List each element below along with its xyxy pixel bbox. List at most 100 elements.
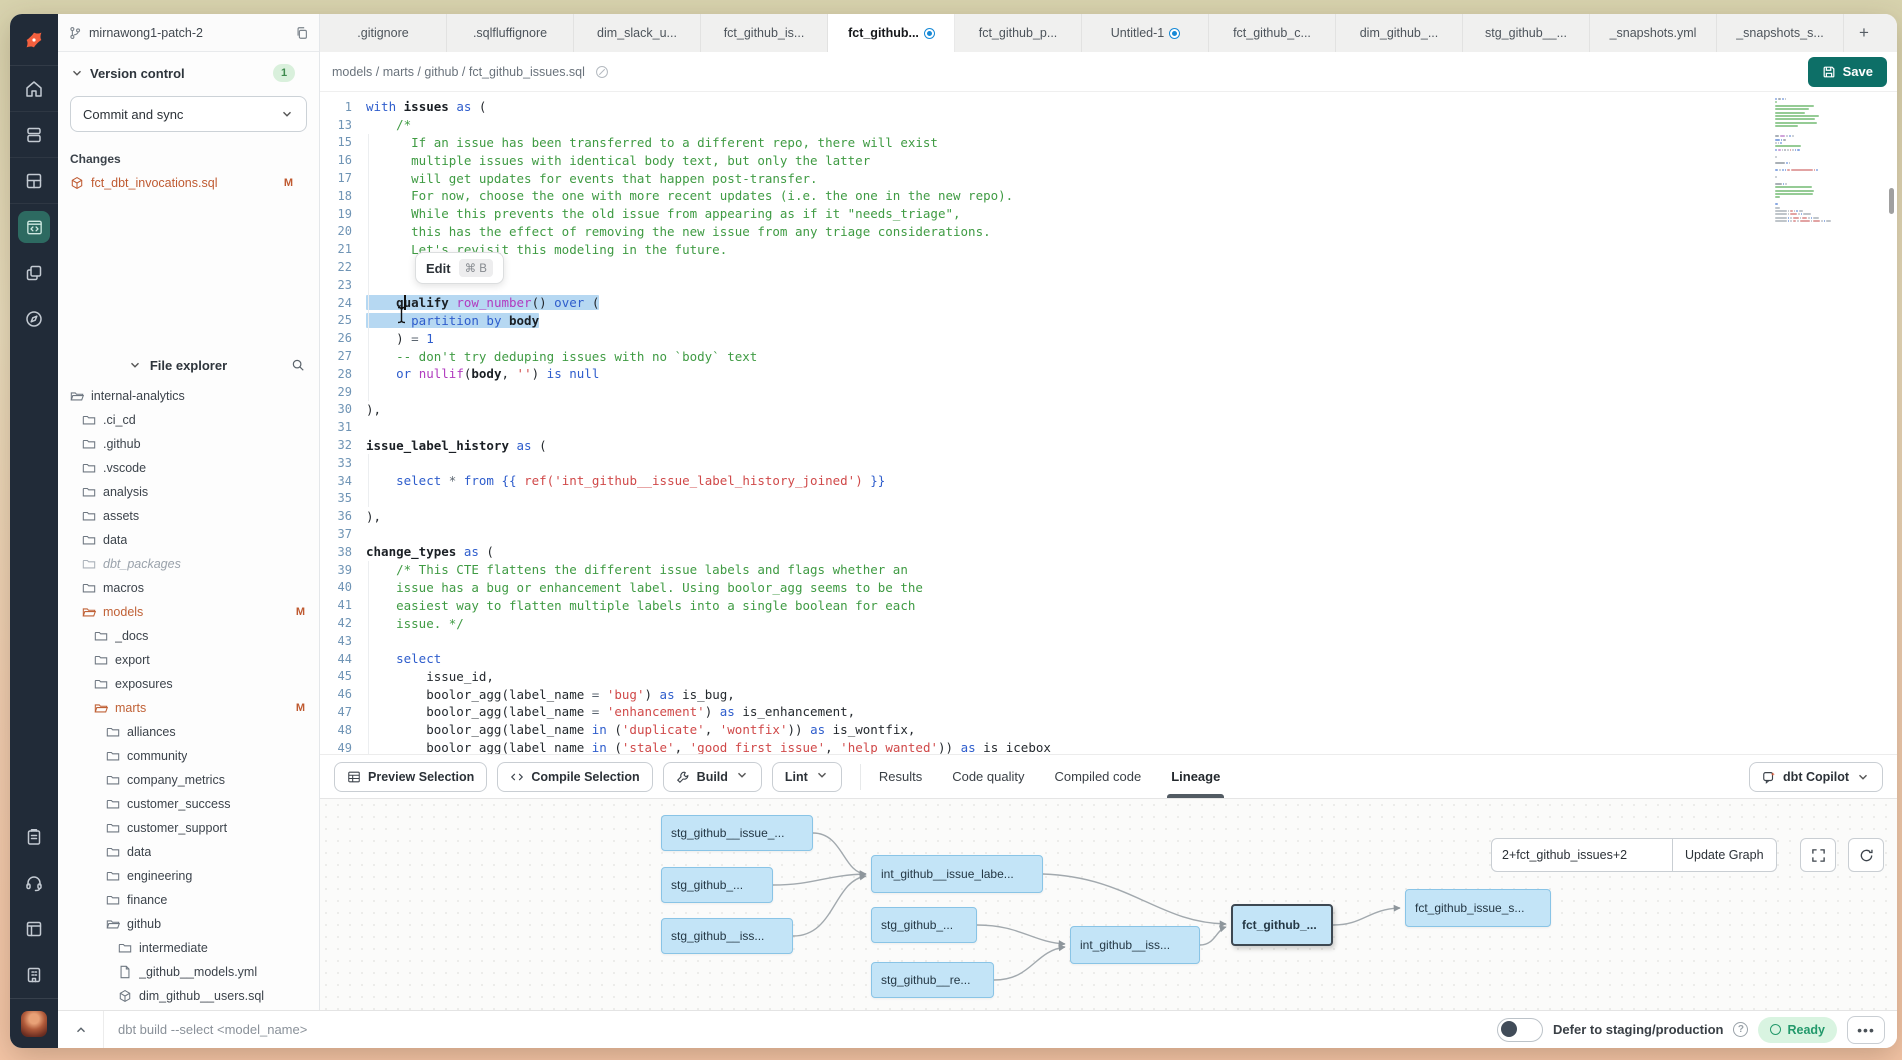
file-tree-item[interactable]: customer_success [58,792,319,816]
version-control-header[interactable]: Version control 1 [70,64,307,82]
lineage-node[interactable]: int_github__iss... [1070,926,1200,964]
file-tree-item[interactable]: _docs [58,624,319,648]
file-explorer-header[interactable]: File explorer [58,348,319,382]
build-button[interactable]: Build [663,762,762,792]
sidebar-item-home[interactable] [10,66,58,112]
tab-dim_github_[interactable]: dim_github_... [1336,14,1463,52]
tab-fct_github_is[interactable]: fct_github_is... [701,14,828,52]
compile-selection-button[interactable]: Compile Selection [497,762,652,792]
tab-stg_github__[interactable]: stg_github__... [1463,14,1590,52]
file-tree-item[interactable]: github [58,912,319,936]
branch-name[interactable]: mirnawong1-patch-2 [89,26,288,40]
code-text: issue_id, [366,669,494,684]
changed-file-row[interactable]: fct_dbt_invocations.sqlM [70,176,307,190]
fullscreen-button[interactable] [1800,838,1836,872]
sidebar-item-changelog[interactable] [10,952,58,998]
copy-icon[interactable] [295,26,309,40]
tab-gitignore[interactable]: .gitignore [320,14,447,52]
tab-fct_github[interactable]: fct_github... [828,14,955,52]
refresh-button[interactable] [1848,838,1884,872]
tab-label: fct_github_p... [979,26,1058,40]
sidebar-item-docs[interactable] [10,906,58,952]
help-icon[interactable]: ? [1733,1022,1748,1037]
code-line: 35 [320,490,1897,508]
lineage-selector-input[interactable] [1491,838,1673,872]
file-tree-item[interactable]: martsM [58,696,319,720]
new-tab-button[interactable]: + [1844,14,1884,52]
dbt-copilot-button[interactable]: dbt Copilot [1749,762,1883,792]
file-tree-item[interactable]: _github__models.yml [58,960,319,984]
tab-sqlfluffignore[interactable]: .sqlfluffignore [447,14,574,52]
defer-toggle[interactable] [1497,1018,1543,1042]
commit-and-sync-button[interactable]: Commit and sync [70,96,307,132]
file-tree-item[interactable]: community [58,744,319,768]
code-text: issue_label_history as ( [366,438,547,453]
file-tree-item[interactable]: internal-analytics [58,384,319,408]
folder-icon [94,653,108,667]
line-number: 46 [320,687,366,701]
file-tree-item[interactable]: export [58,648,319,672]
lineage-node[interactable]: int_github__issue_labe... [871,855,1043,893]
code-text: change_types as ( [366,544,494,559]
sidebar-item-dashboard[interactable] [10,158,58,204]
code-line: 37 [320,525,1897,543]
tab-Untitled-1[interactable]: Untitled-1 [1082,14,1209,52]
tab-fct_github_c[interactable]: fct_github_c... [1209,14,1336,52]
sidebar-item-environments[interactable] [10,112,58,158]
sidebar-item-explore[interactable] [10,296,58,342]
breadcrumb: models / marts / github / fct_github_iss… [332,65,585,79]
file-tree-item[interactable]: analysis [58,480,319,504]
slash-circle-icon[interactable] [595,65,609,79]
file-tree-item[interactable]: dim_github__users.sql [58,984,319,1008]
file-tree-item[interactable]: exposures [58,672,319,696]
line-number: 1 [320,100,366,114]
lineage-node[interactable]: fct_github_issue_s... [1405,889,1551,927]
lineage-node[interactable]: stg_github__re... [871,962,994,998]
file-tree-item[interactable]: .vscode [58,456,319,480]
file-tree-item[interactable]: dbt_packages [58,552,319,576]
tab-_snapshots_s[interactable]: _snapshots_s... [1717,14,1844,52]
panel-tab-lineage[interactable]: Lineage [1171,755,1220,798]
file-tree-item[interactable]: finance [58,888,319,912]
user-menu[interactable] [10,998,58,1048]
file-tree-item[interactable]: modelsM [58,600,319,624]
update-graph-button[interactable]: Update Graph [1673,838,1777,872]
code-editor[interactable]: Edit ⌘ B 1with issues as (13 /*15 If an … [320,92,1897,754]
save-button[interactable]: Save [1808,57,1887,87]
sidebar-item-tasks[interactable] [10,814,58,860]
sidebar-item-support[interactable] [10,860,58,906]
expand-command-bar-button[interactable] [58,1011,104,1048]
file-tree-item[interactable]: company_metrics [58,768,319,792]
search-icon[interactable] [291,358,305,372]
file-tree-item[interactable]: customer_support [58,816,319,840]
file-tree-item[interactable]: assets [58,504,319,528]
file-tree-item[interactable]: data [58,840,319,864]
file-tree-item[interactable]: intermediate [58,936,319,960]
more-options-button[interactable]: ••• [1847,1016,1885,1044]
panel-tab-results[interactable]: Results [879,755,922,798]
lineage-node[interactable]: stg_github__iss... [661,918,793,954]
preview-selection-button[interactable]: Preview Selection [334,762,487,792]
sidebar-item-ide[interactable] [10,204,58,250]
command-input[interactable]: dbt build --select <model_name> [118,1022,307,1037]
file-tree-item[interactable]: macros [58,576,319,600]
file-tree-item[interactable]: alliances [58,720,319,744]
file-tree-item[interactable]: data [58,528,319,552]
tab-dim_slack_u[interactable]: dim_slack_u... [574,14,701,52]
edit-tooltip-label[interactable]: Edit [426,261,451,276]
lint-button[interactable]: Lint [772,762,842,792]
lineage-node[interactable]: stg_github_... [871,907,977,943]
tab-_snapshotsyml[interactable]: _snapshots.yml [1590,14,1717,52]
dbt-logo[interactable] [10,14,58,66]
lineage-edges [320,799,1897,1010]
lineage-node[interactable]: stg_github__issue_... [661,815,813,851]
file-tree-item[interactable]: .ci_cd [58,408,319,432]
tab-fct_github_p[interactable]: fct_github_p... [955,14,1082,52]
lineage-node[interactable]: fct_github_... [1231,904,1333,946]
lineage-node[interactable]: stg_github_... [661,867,773,903]
file-tree-item[interactable]: .github [58,432,319,456]
panel-tab-code-quality[interactable]: Code quality [952,755,1024,798]
sidebar-item-orchestration[interactable] [10,250,58,296]
panel-tab-compiled-code[interactable]: Compiled code [1054,755,1141,798]
file-tree-item[interactable]: engineering [58,864,319,888]
